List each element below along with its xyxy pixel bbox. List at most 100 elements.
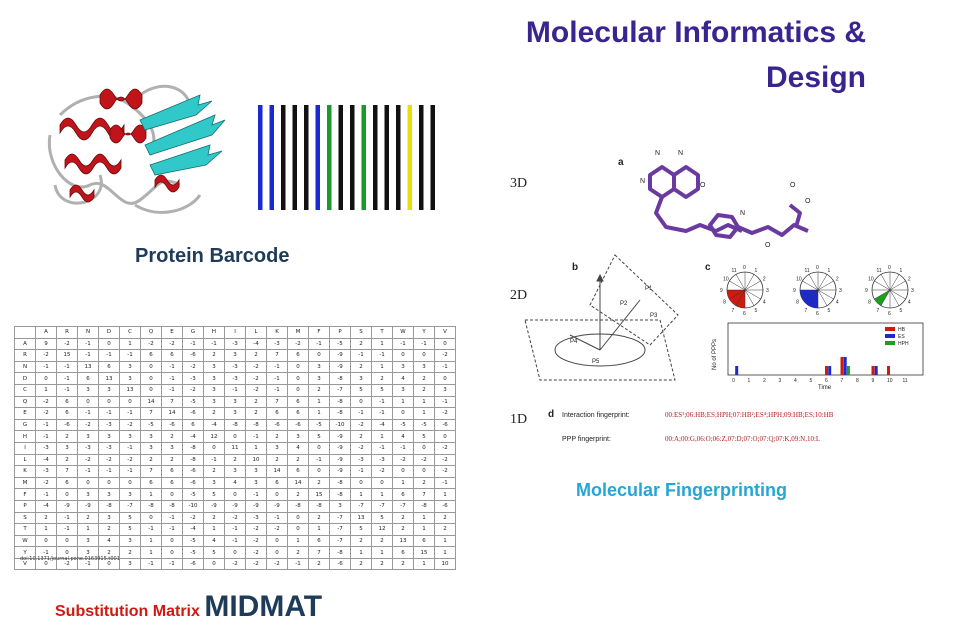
matrix-cell: 3 — [203, 395, 225, 409]
matrix-cell: 0 — [413, 465, 435, 478]
matrix-header-cell: W — [392, 326, 414, 339]
matrix-cell: 1 — [77, 523, 99, 536]
matrix-cell: 6 — [56, 476, 78, 490]
matrix-cell: 0 — [350, 476, 372, 490]
matrix-cell: -2 — [266, 523, 288, 536]
matrix-cell: 0 — [350, 395, 372, 409]
matrix-cell: 2 — [266, 430, 288, 443]
clock-hour-label: 10 — [723, 277, 729, 283]
matrix-cell: 3 — [119, 557, 141, 571]
matrix-cell: -2 — [119, 418, 141, 432]
barcode-bar — [419, 105, 424, 210]
x-axis-label: Time — [818, 385, 832, 391]
matrix-cell: 2 — [224, 453, 246, 467]
matrix-header-cell: S — [350, 326, 372, 339]
clock-hour-label: 2 — [908, 277, 911, 283]
matrix-cell: -1 — [350, 407, 372, 420]
matrix-cell: 0 — [35, 534, 57, 548]
matrix-cell: -7 — [329, 523, 351, 536]
matrix-cell: -7 — [329, 534, 351, 548]
matrix-cell: -1 — [161, 383, 183, 397]
matrix-cell: -7 — [329, 383, 351, 397]
matrix-header-cell: E — [161, 326, 183, 339]
matrix-cell: 2 — [413, 372, 435, 385]
matrix-cell: -1 — [77, 349, 99, 362]
interaction-label: Interaction fingerprint: — [562, 412, 630, 419]
matrix-cell: -9 — [266, 499, 288, 513]
matrix-cell: 0 — [140, 360, 162, 374]
matrix-cell: -4 — [35, 499, 57, 513]
matrix-cell: 2 — [161, 430, 183, 443]
matrix-cell: 4 — [203, 534, 225, 548]
matrix-cell: 2 — [56, 453, 78, 467]
matrix-cell: 1 — [392, 476, 414, 490]
matrix-cell: -6 — [182, 349, 204, 362]
matrix-cell: 1 — [413, 395, 435, 409]
x-tick-label: 5 — [810, 378, 813, 384]
matrix-cell: -1 — [98, 407, 120, 420]
matrix-cell: 3 — [98, 511, 120, 525]
matrix-cell: 6 — [287, 349, 309, 362]
matrix-cell: -1 — [350, 465, 372, 478]
matrix-cell: 11 — [224, 441, 246, 455]
clock-hour-label: 1 — [828, 268, 831, 274]
matrix-cell: 1 — [203, 523, 225, 536]
matrix-cell: 6 — [266, 476, 288, 490]
matrix-cell: 0 — [224, 546, 246, 559]
x-tick-label: 7 — [841, 378, 844, 384]
matrix-cell: 3 — [224, 407, 246, 420]
barcode-bar — [407, 105, 412, 210]
barcode-bar — [281, 105, 286, 210]
matrix-cell: 1 — [392, 395, 414, 409]
matrix-cell: R — [14, 349, 36, 362]
matrix-cell: -3 — [224, 360, 246, 374]
clock-hour-label: 4 — [908, 300, 911, 306]
matrix-cell: 2 — [350, 430, 372, 443]
matrix-cell: 3 — [140, 441, 162, 455]
matrix-cell: -8 — [413, 499, 435, 513]
matrix-cell: 0 — [161, 546, 183, 559]
matrix-header-cell: I — [224, 326, 246, 339]
matrix-cell: 2 — [56, 430, 78, 443]
interaction-value: 00:ES¹;06:HB;ES;HPH;07:HB²;ES⁴;HPH;09:HB… — [665, 411, 834, 419]
matrix-cell: E — [14, 407, 36, 420]
matrix-cell: -2 — [434, 441, 456, 455]
matrix-cell: 1 — [140, 488, 162, 501]
clock-wedge — [874, 290, 890, 306]
barcode-bar — [430, 105, 435, 210]
matrix-cell: -1 — [434, 476, 456, 490]
matrix-cell: 2 — [308, 476, 330, 490]
matrix-cell: -4 — [245, 337, 267, 351]
matrix-cell: -8 — [329, 476, 351, 490]
matrix-cell: 5 — [371, 511, 393, 525]
matrix-cell: 5 — [413, 430, 435, 443]
matrix-cell: Q — [14, 395, 36, 409]
clock-spoke — [889, 274, 900, 291]
matrix-cell: 14 — [161, 407, 183, 420]
matrix-cell: 3 — [203, 476, 225, 490]
matrix-cell: 4 — [392, 430, 414, 443]
matrix-cell: 2 — [350, 557, 372, 571]
molecular-fingerprinting-caption: Molecular Fingerprinting — [576, 480, 788, 500]
matrix-cell: 12 — [371, 523, 393, 536]
matrix-cell: 2 — [203, 465, 225, 478]
matrix-cell: P — [14, 499, 36, 513]
matrix-header-cell: R — [56, 326, 78, 339]
matrix-cell: 2 — [413, 383, 435, 397]
matrix-cell: 7 — [266, 349, 288, 362]
plane-label: P3 — [650, 313, 658, 319]
matrix-cell: -1 — [371, 395, 393, 409]
clock-hour-label: 6 — [743, 311, 746, 317]
matrix-cell: -1 — [161, 372, 183, 385]
barcode-bar — [327, 105, 332, 210]
matrix-cell: 0 — [434, 372, 456, 385]
clock-hour-label: 8 — [796, 300, 799, 306]
x-tick-label: 0 — [732, 378, 735, 384]
matrix-cell: -3 — [266, 337, 288, 351]
matrix-cell: 3 — [203, 383, 225, 397]
matrix-cell: 0 — [140, 372, 162, 385]
clock-spoke — [735, 289, 746, 306]
